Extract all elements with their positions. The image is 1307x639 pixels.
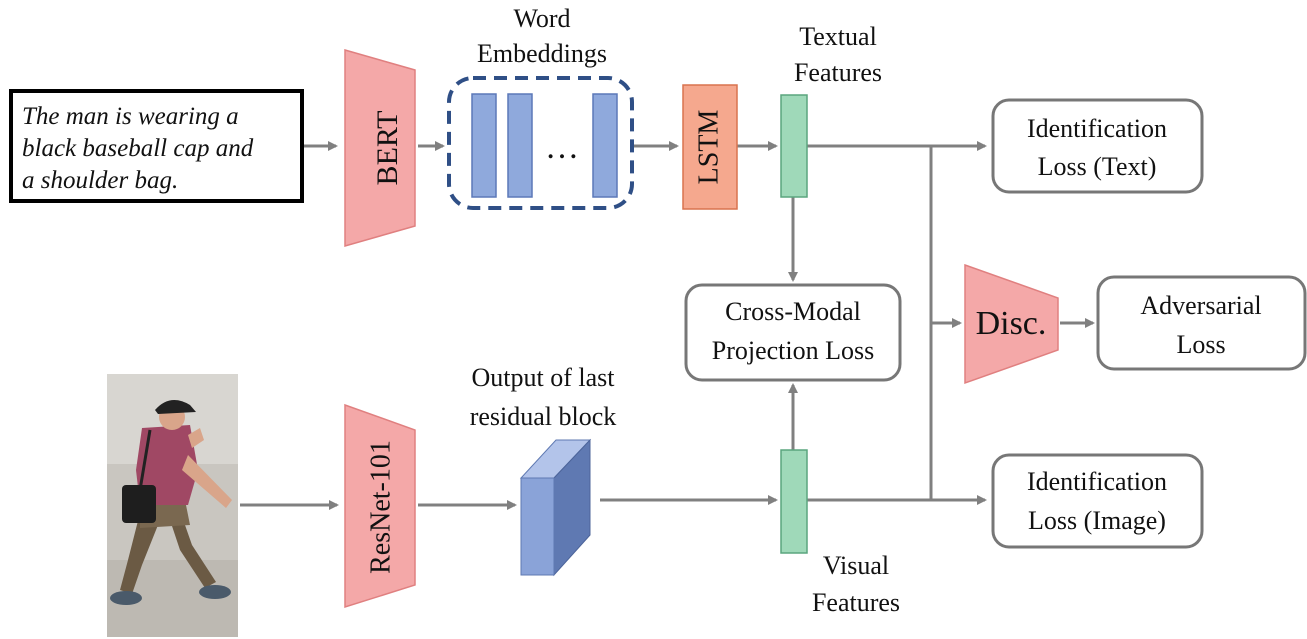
embedding-vector-2 [507,93,533,198]
resnet-label: ResNet-101 [365,440,396,574]
input-text-line-3: a shoulder bag. [22,167,178,194]
discriminator: Disc. [964,263,1059,385]
word-embeddings-title-2: Embeddings [477,39,607,68]
id-loss-text-box: Identification Loss (Text) [991,98,1204,194]
adversarial-loss-box: Adversarial Loss [1096,275,1307,371]
person-image [107,374,238,637]
id-loss-image-line-2: Loss (Image) [1028,506,1166,535]
disc-label: Disc. [976,305,1047,342]
word-embeddings-title-1: Word [513,4,570,33]
input-text-box: The man is wearing a black baseball cap … [9,89,304,203]
id-loss-image-line-1: Identification [1027,467,1167,496]
textual-features-title-2: Features [794,58,882,87]
embedding-vector-1 [471,93,497,198]
input-text-line-2: black baseball cap and [22,135,254,162]
id-loss-text-line-2: Loss (Text) [1038,152,1157,181]
id-loss-image-box: Identification Loss (Image) [991,453,1204,549]
bert-label: BERT [371,111,404,186]
adversarial-loss-line-1: Adversarial [1140,291,1261,320]
lstm-label: LSTM [693,110,724,185]
residual-block-cube [519,438,592,577]
adversarial-loss-line-2: Loss [1176,330,1225,359]
connectors [240,141,1095,510]
bert-encoder: BERT [344,49,416,247]
word-embeddings-group: … [447,76,634,210]
id-loss-text-line-1: Identification [1027,114,1167,143]
resnet-encoder: ResNet-101 [344,403,416,609]
cmpl-line-1: Cross-Modal [725,297,861,326]
embedding-vector-n [592,93,618,198]
embedding-ellipsis: … [545,129,579,166]
cmpl-line-2: Projection Loss [712,336,875,365]
textual-feature-vector [780,94,808,198]
residual-block-title-2: residual block [470,402,617,431]
lstm-block: LSTM [682,84,738,210]
visual-features-title-2: Features [812,588,900,617]
residual-block-title-1: Output of last [472,363,616,392]
input-text-line-1: The man is wearing a [22,103,239,130]
visual-feature-vector [780,449,808,554]
cmpl-box: Cross-Modal Projection Loss [684,283,902,382]
textual-features-title-1: Textual [799,22,877,51]
visual-features-title-1: Visual [823,551,889,580]
